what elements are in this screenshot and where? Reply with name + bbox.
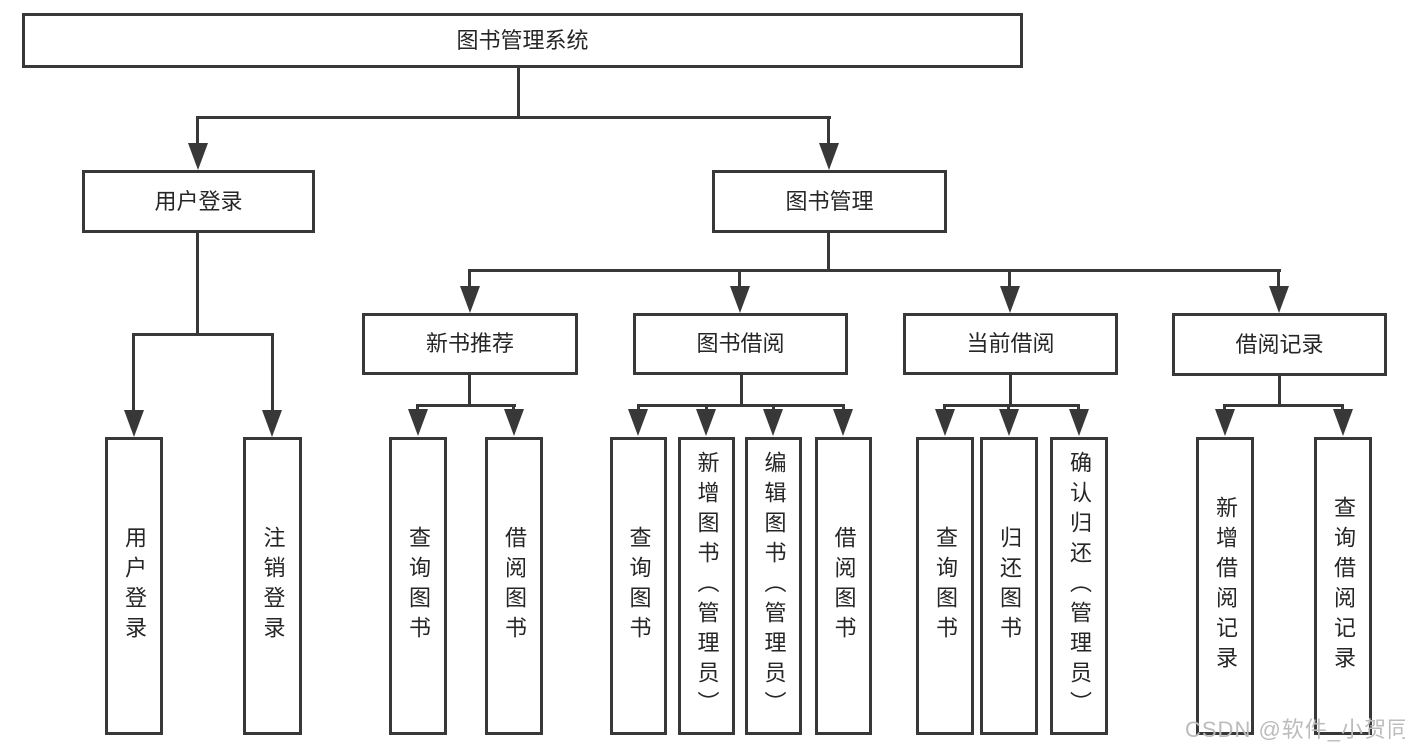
- arrowhead-leaf-logout: [262, 410, 282, 437]
- connector-current-borrowing-rail: [944, 404, 1080, 407]
- leaf-add-book-admin: 新增图书（管理员）: [678, 437, 735, 735]
- leaf-add-book-admin-label: 新增图书（管理员）: [694, 451, 720, 721]
- connector-user-login-rail: [132, 333, 274, 336]
- watermark: CSDN @软件_小贺同学: [1185, 717, 1405, 742]
- node-borrowing-records-label: 借阅记录: [1235, 331, 1324, 357]
- arrowhead-leaf-confirm-return: [1069, 409, 1089, 436]
- connector-user-login-stem: [196, 233, 199, 335]
- arrowhead-leaf-query-books-1: [408, 409, 428, 436]
- connector-book-borrowing-rail: [638, 404, 845, 407]
- leaf-query-books-3-label: 查询图书: [933, 526, 958, 646]
- arrowhead-leaf-user-login: [124, 410, 144, 437]
- arrowhead-user-login: [188, 143, 208, 170]
- leaf-return-books-label: 归还图书: [997, 526, 1022, 646]
- connector-to-leaf-user-login: [132, 333, 135, 412]
- connector-to-current-borrowing: [1008, 269, 1011, 289]
- connector-to-leaf-return-books: [1007, 404, 1010, 412]
- leaf-logout-label: 注销登录: [260, 526, 286, 646]
- node-new-book-recommendation-label: 新书推荐: [425, 331, 514, 356]
- connector-borrowing-records-rail: [1224, 404, 1344, 407]
- node-current-borrowing-label: 当前借阅: [966, 331, 1055, 356]
- leaf-query-books-2: 查询图书: [610, 437, 667, 735]
- node-book-borrowing-label: 图书借阅: [696, 331, 785, 356]
- leaf-query-books-1: 查询图书: [389, 437, 447, 735]
- leaf-borrow-books-2: 借阅图书: [815, 437, 872, 735]
- node-root: 图书管理系统: [22, 13, 1023, 68]
- connector-to-leaf-confirm-return: [1077, 404, 1080, 412]
- leaf-user-login-label: 用户登录: [122, 526, 147, 646]
- connector-borrowing-records-stem: [1278, 376, 1281, 406]
- connector-to-leaf-query-borrow-record: [1341, 404, 1344, 412]
- connector-to-leaf-query-books-2: [637, 404, 640, 412]
- arrowhead-leaf-borrow-books-2: [833, 409, 853, 436]
- leaf-edit-book-admin-label: 编辑图书（管理员）: [761, 451, 787, 721]
- node-new-book-recommendation: 新书推荐: [362, 313, 578, 375]
- arrowhead-leaf-edit-book: [763, 409, 783, 436]
- arrowhead-leaf-query-borrow-record: [1333, 409, 1353, 436]
- leaf-user-login: 用户登录: [105, 437, 163, 735]
- leaf-query-books-1-label: 查询图书: [406, 526, 431, 646]
- connector-to-borrowing-records: [1277, 269, 1280, 289]
- leaf-confirm-return-admin: 确认归还（管理员）: [1050, 437, 1108, 735]
- connector-to-book-borrowing: [738, 269, 741, 289]
- connector-to-leaf-add-borrow-record: [1223, 404, 1226, 412]
- node-root-label: 图书管理系统: [456, 27, 589, 53]
- node-borrowing-records: 借阅记录: [1172, 313, 1387, 376]
- connector-book-borrowing-stem: [740, 375, 743, 406]
- connector-new-book-rail: [417, 404, 516, 407]
- leaf-query-borrow-record: 查询借阅记录: [1314, 437, 1372, 735]
- leaf-confirm-return-admin-label: 确认归还（管理员）: [1067, 451, 1092, 721]
- node-book-management-label: 图书管理: [785, 188, 874, 214]
- connector-root-to-user-login: [196, 116, 199, 146]
- leaf-borrow-books-1-label: 借阅图书: [502, 526, 527, 646]
- arrowhead-leaf-borrow-books-1: [504, 409, 524, 436]
- node-book-borrowing: 图书借阅: [633, 313, 848, 375]
- leaf-add-borrow-record: 新增借阅记录: [1196, 437, 1254, 735]
- connector-root-rail: [197, 116, 831, 119]
- connector-to-leaf-query-books-3: [943, 404, 946, 412]
- leaf-edit-book-admin: 编辑图书（管理员）: [745, 437, 802, 735]
- arrowhead-new-book-recommendation: [460, 286, 480, 313]
- leaf-borrow-books-2-label: 借阅图书: [831, 526, 857, 646]
- connector-to-leaf-borrow-books-1: [512, 404, 515, 412]
- node-book-management: 图书管理: [712, 170, 947, 233]
- connector-to-leaf-edit-book: [772, 404, 775, 412]
- leaf-query-books-2-label: 查询图书: [626, 526, 652, 646]
- arrowhead-leaf-query-books-3: [935, 409, 955, 436]
- connector-book-management-stem: [827, 233, 830, 271]
- leaf-borrow-books-1: 借阅图书: [485, 437, 543, 735]
- connector-current-borrowing-stem: [1009, 375, 1012, 406]
- connector-to-new-book-recommendation: [468, 269, 471, 289]
- arrowhead-book-borrowing: [730, 286, 750, 313]
- leaf-query-books-3: 查询图书: [916, 437, 974, 735]
- leaf-add-borrow-record-label: 新增借阅记录: [1213, 496, 1238, 676]
- node-user-login-label: 用户登录: [154, 188, 243, 214]
- arrowhead-current-borrowing: [1000, 286, 1020, 313]
- arrowhead-borrowing-records: [1269, 286, 1289, 313]
- leaf-logout: 注销登录: [243, 437, 302, 735]
- connector-to-leaf-logout: [271, 333, 274, 412]
- connector-to-leaf-add-book: [705, 404, 708, 412]
- arrowhead-leaf-query-books-2: [628, 409, 648, 436]
- leaf-return-books: 归还图书: [980, 437, 1038, 735]
- leaf-query-borrow-record-label: 查询借阅记录: [1331, 496, 1356, 676]
- connector-to-leaf-borrow-books-2: [842, 404, 845, 412]
- connector-root-stem: [517, 68, 520, 118]
- node-user-login: 用户登录: [82, 170, 315, 233]
- arrowhead-leaf-add-borrow-record: [1215, 409, 1235, 436]
- connector-to-leaf-query-books-1: [416, 404, 419, 412]
- arrowhead-leaf-return-books: [999, 409, 1019, 436]
- arrowhead-book-management: [819, 143, 839, 170]
- connector-new-book-stem: [468, 375, 471, 406]
- connector-root-to-book-management: [827, 116, 830, 146]
- node-current-borrowing: 当前借阅: [903, 313, 1118, 375]
- connector-book-management-rail: [469, 269, 1281, 272]
- arrowhead-leaf-add-book: [696, 409, 716, 436]
